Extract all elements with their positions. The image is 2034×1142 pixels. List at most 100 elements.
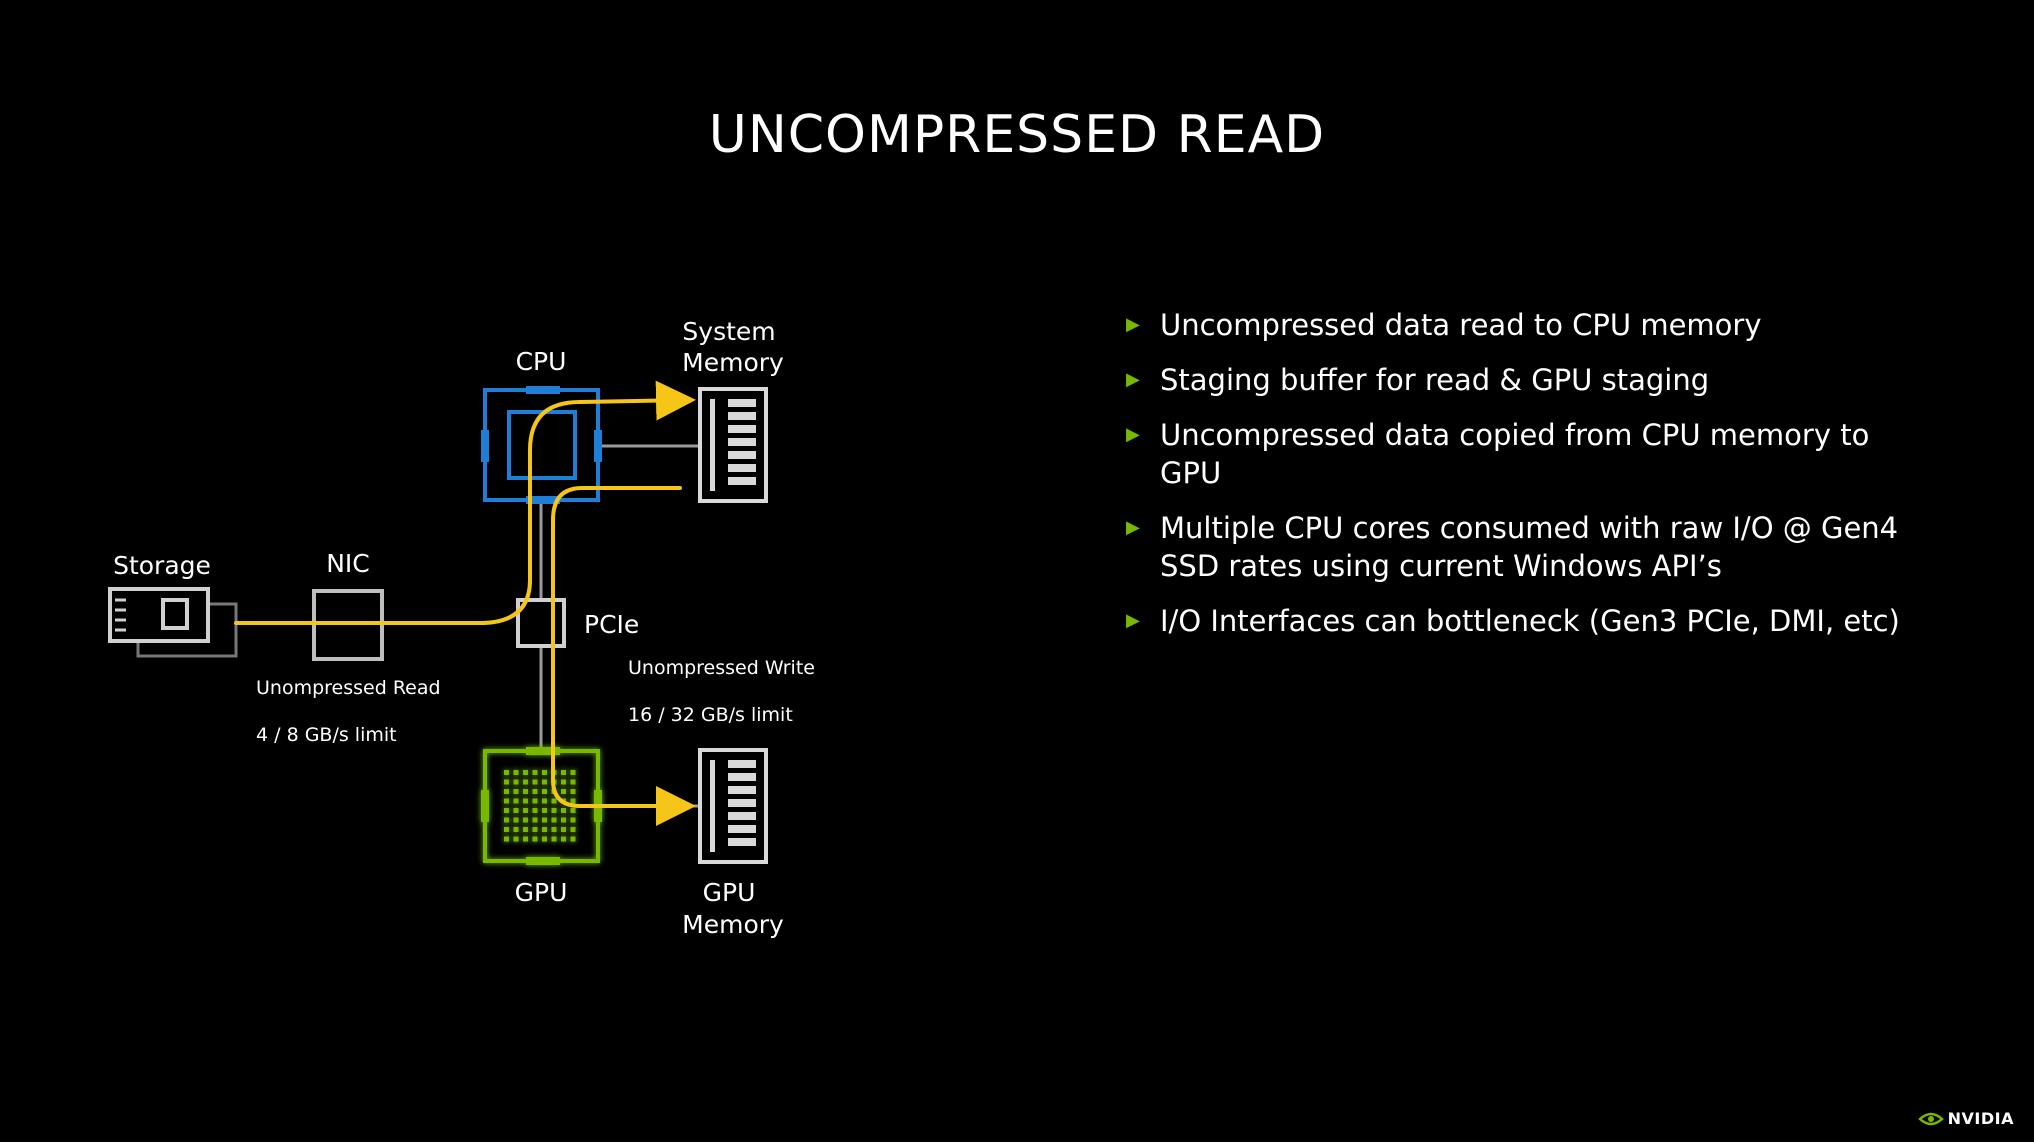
write-annotation-title: Unompressed Write [628,657,815,679]
gpu-core-cell [513,789,519,794]
gpu-core-cell [513,798,519,804]
bullet-item: ▶ I/O Interfaces can bottleneck (Gen3 PCI… [1120,602,1920,640]
bullet-text: Multiple CPU cores consumed with raw I/O… [1160,511,1899,583]
gpu-core-cell [523,770,528,775]
gpu-core-cell [561,836,566,842]
gpu-core-cell [532,779,538,785]
triangle-right-icon: ▶ [1126,369,1140,390]
storage-icon [108,587,238,658]
gpu-core-cell [551,817,557,823]
nvidia-logo: NVIDIA [1917,1109,2014,1128]
gpu-core-cell [542,808,547,813]
bullet-item: ▶ Staging buffer for read & GPU staging [1120,361,1920,399]
slide-title: UNCOMPRESSED READ [708,104,1326,165]
bullet-text: I/O Interfaces can bottleneck (Gen3 PCIe… [1160,604,1900,638]
gpu-core-cell [542,827,547,832]
cpu-chip-icon [481,386,602,504]
gpu-core-cell [532,836,538,842]
gpu-core-cell [532,817,538,823]
triangle-right-icon: ▶ [1126,517,1140,538]
gpu-core-cell [570,770,576,775]
gpu-core-cell [513,779,519,785]
gpu-core-cell [561,817,566,823]
pcie-label: PCIe [584,610,639,639]
gpu-core-cell [523,836,528,842]
gpu-core-cell [570,779,576,785]
bullet-list: ▶ Uncompressed data read to CPU memory ▶ S… [1120,306,1920,657]
bullet-item: ▶Uncompressed data copied from CPU memor… [1120,416,1920,492]
bullet-item: ▶ Uncompressed data read to CPU memory [1120,306,1920,344]
gpu-core-cell [504,789,509,794]
bullet-text: Uncompressed data read to CPU memory [1160,308,1762,342]
gpu-core-cell [551,836,557,842]
gpu-core-cell [570,789,576,794]
gpu-core-cell [561,827,566,832]
memory-bank [728,838,756,846]
write-annotation-limit: 16 / 32 GB/s limit [628,704,793,726]
gpu-core-cell [513,836,519,842]
triangle-right-icon: ▶ [1126,314,1140,335]
gpu-core-cell [523,789,528,794]
gpu-core-cell [523,827,528,832]
gpu-core-cell [532,798,538,804]
memory-bank [728,438,756,446]
gpu-core-cell [570,798,576,804]
gpu-core-cell [561,789,566,794]
memory-bank [728,773,756,781]
memory-bank [728,760,756,768]
gpu-core-cell [542,789,547,794]
bullet-text: Staging buffer for read & GPU staging [1160,363,1710,397]
gpu-core-cell [570,808,576,813]
gpu-core-cell [504,817,509,823]
nvidia-eye-icon [1917,1112,1944,1125]
memory-bank [728,799,756,807]
memory-bank [728,451,756,459]
memory-bank [728,825,756,833]
write-flow-arrow [551,486,696,826]
gpu-core-cell [504,836,509,842]
gpu-core-cell [523,808,528,813]
gpu-core-cell [504,808,509,813]
gpu-core-cell [551,827,557,832]
gpu-core-cell [561,770,566,775]
gpu-core-cell [523,817,528,823]
bullet-text: Uncompressed data copied from CPU memory… [1160,418,1870,490]
storage-label: Storage [113,551,211,580]
gpu-core-cell [570,817,576,823]
gpu-core-cell [561,808,566,813]
gpu-core-cell [551,798,557,804]
gpu-core-cell [513,817,519,823]
triangle-right-icon: ▶ [1126,610,1140,631]
memory-bank [728,399,756,407]
system-memory-icon [698,387,768,503]
gpu-core-cell [504,779,509,785]
nvidia-wordmark: NVIDIA [1947,1109,2014,1128]
gpu-core-cell [561,779,566,785]
gpu-core-cell [542,770,547,775]
data-flow-paths [234,380,696,826]
gpu-core-cell [542,798,547,804]
cpu-label: CPU [516,347,567,376]
gpu-core-cell [504,770,509,775]
gpu-core-cell [532,789,538,794]
gpu-core-cell [504,798,509,804]
gpu-core-cell [504,827,509,832]
memory-bank [728,412,756,420]
gpu-core-cell [542,817,547,823]
memory-bank [728,464,756,472]
gpu-core-cell [532,808,538,813]
gpu-label: GPU [515,878,568,907]
read-flow-arrow [234,380,696,625]
memory-bank [728,425,756,433]
gpu-memory-icon [698,748,768,864]
gpu-memory-label: GPU Memory [682,878,784,939]
gpu-core-cell [513,808,519,813]
memory-bank [728,786,756,794]
read-annotation-limit: 4 / 8 GB/s limit [256,724,397,746]
gpu-core-cell [523,798,528,804]
pcie-switch [516,598,566,648]
system-memory-label: System Memory [682,317,784,377]
memory-bank [728,477,756,485]
read-annotation-title: Unompressed Read [256,677,441,699]
